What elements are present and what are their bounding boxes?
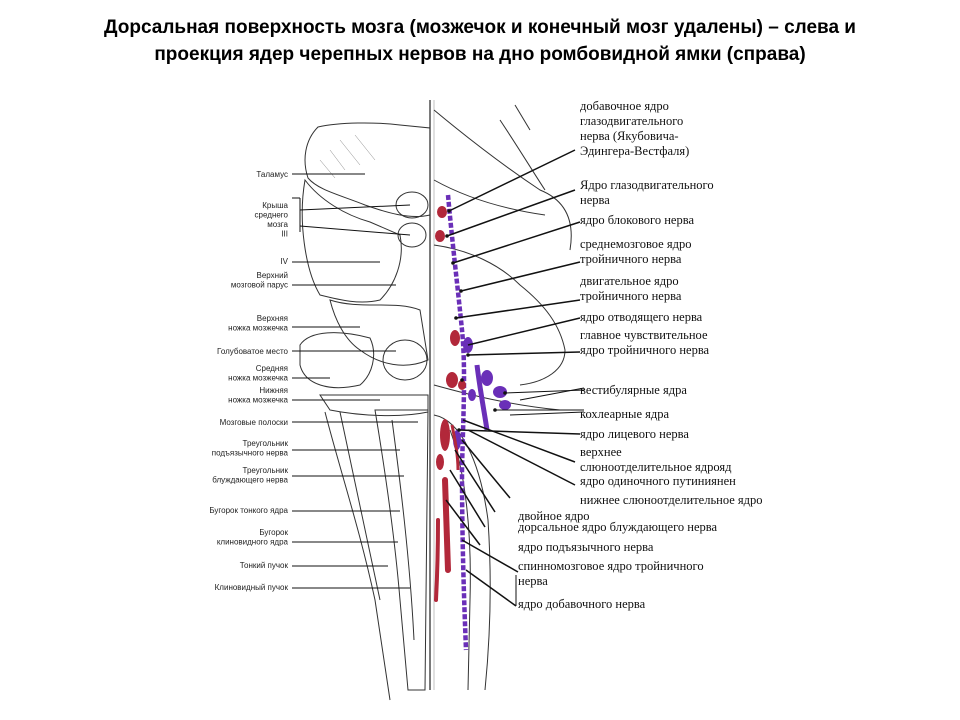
title-line-2: проекция ядер черепных нервов на дно ром… xyxy=(154,44,806,65)
right-label-14: двойное ядро xyxy=(518,509,590,523)
left-label-3: IV xyxy=(280,257,288,266)
left-label-12: Бугорок тонкого ядра xyxy=(209,506,288,515)
right-label-16: ядро подъязычного нерва xyxy=(518,540,654,554)
right-label-13: нижнее слюноотделительное ядро xyxy=(580,493,763,507)
left-label-14: Тонкий пучок xyxy=(240,561,289,570)
right-leader-lines xyxy=(445,149,585,607)
right-label-3: ядро блокового нерва xyxy=(580,213,694,227)
sensory-nuclei-column xyxy=(445,194,511,651)
right-label-10: ядро лицевого нерва xyxy=(580,427,689,441)
right-label-18: ядро добавочного нерва xyxy=(518,597,646,611)
right-label-6: ядро отводящего нерва xyxy=(580,310,703,324)
left-label-1: Таламус xyxy=(256,170,288,179)
left-label-6: Голубоватое место xyxy=(217,347,289,356)
right-label-15: дорсальное ядро блуждающего нерва xyxy=(518,520,717,534)
left-label-9: Мозговые полоски xyxy=(220,418,288,427)
title-line-1: Дорсальная поверхность мозга (мозжечок и… xyxy=(103,17,856,38)
left-label-15: Клиновидный пучок xyxy=(215,583,289,592)
right-label-8: вестибулярные ядра xyxy=(580,383,687,397)
motor-nuclei-column xyxy=(434,206,466,602)
right-label-12: ядро одиночного путиниянен xyxy=(580,474,736,488)
nucleus-markers xyxy=(445,209,507,432)
left-leader-lines xyxy=(292,173,418,589)
right-label-9: кохлеарные ядра xyxy=(580,407,669,421)
slide-title: Дорсальная поверхность мозга (мозжечок и… xyxy=(0,14,960,68)
